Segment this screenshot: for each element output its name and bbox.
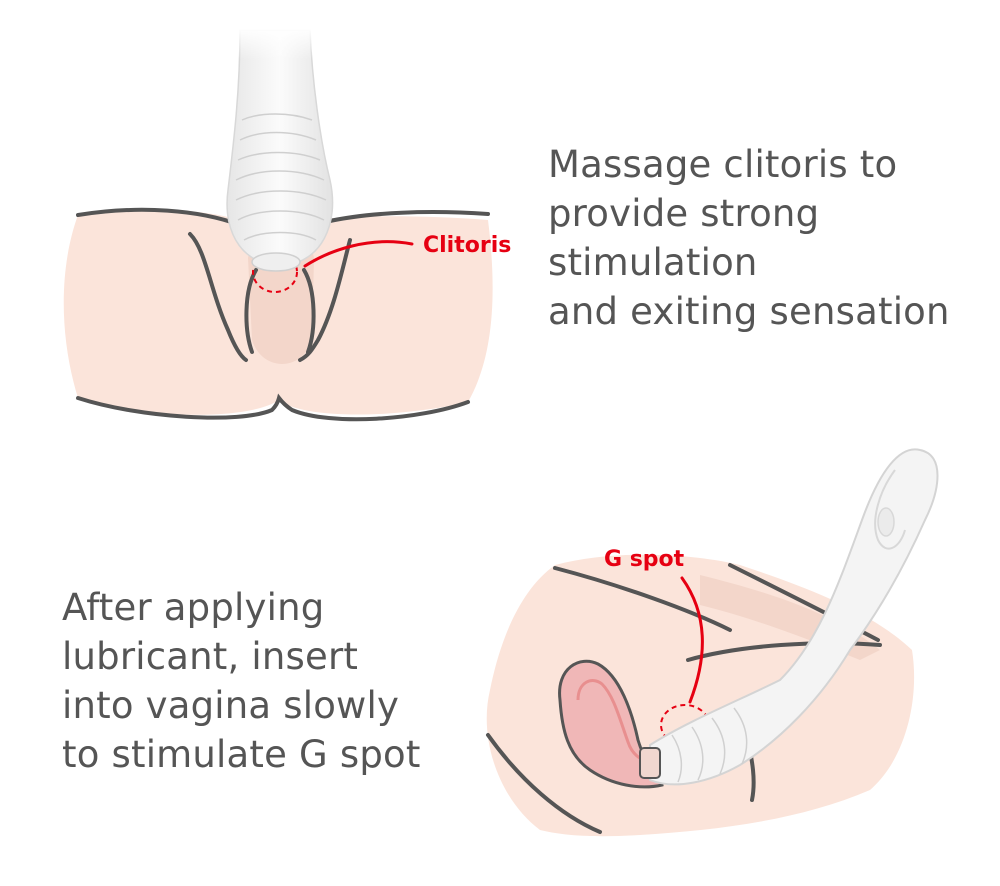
wand-handle-loop [874,469,906,550]
wand-ridge [237,151,321,161]
g-spot-callout-line [680,576,704,704]
uterus-inner [576,679,651,764]
wand-device-top [226,28,334,272]
wand-button [877,507,895,537]
caption-line: to stimulate G spot [62,733,421,776]
clitoris-label: Clitoris [423,233,511,258]
wand-shaft [649,448,939,786]
fold-right [298,238,352,362]
g-spot-label: G spot [604,547,685,572]
caption-line: provide strong [548,192,820,235]
top-outline-left [76,207,242,227]
g-spot-instruction-caption: After applying lubricant, insert into va… [62,583,421,779]
wand-ridge [239,131,317,141]
wand-ridge [243,231,317,241]
side-view-diagram [486,554,915,837]
clitoris-callout-line [303,240,414,268]
belly-line [686,641,882,662]
wand-tip-inserted [639,747,661,779]
wand-ridge [691,726,704,781]
wand-tip [251,252,301,272]
bottom-outline [76,393,470,422]
wand-ridge [671,734,683,783]
body-outline-left [486,733,602,834]
top-outline-right [323,210,490,224]
wand-ridge [235,170,325,181]
caption-line: into vagina slowly [62,684,400,727]
wand-fade [230,28,330,118]
body-outline-top [553,566,732,632]
caption-line: Massage clitoris to [548,143,898,186]
caption-line: lubricant, insert [62,635,359,678]
caption-line: and exiting sensation [548,290,950,333]
clitoris-instruction-caption: Massage clitoris to provide strong stimu… [548,140,950,336]
wand-device-bottom [639,448,939,786]
labia-left [244,268,258,354]
wand-ridge [237,210,325,221]
clitoris-marker [252,251,298,293]
caption-line: After applying [62,586,325,629]
fold-left [188,232,248,362]
labia-right [302,268,316,354]
wand-ridge [711,717,726,775]
caption-line: stimulation [548,241,758,284]
wand-ridge [235,190,327,201]
wand-ridge [733,707,748,765]
